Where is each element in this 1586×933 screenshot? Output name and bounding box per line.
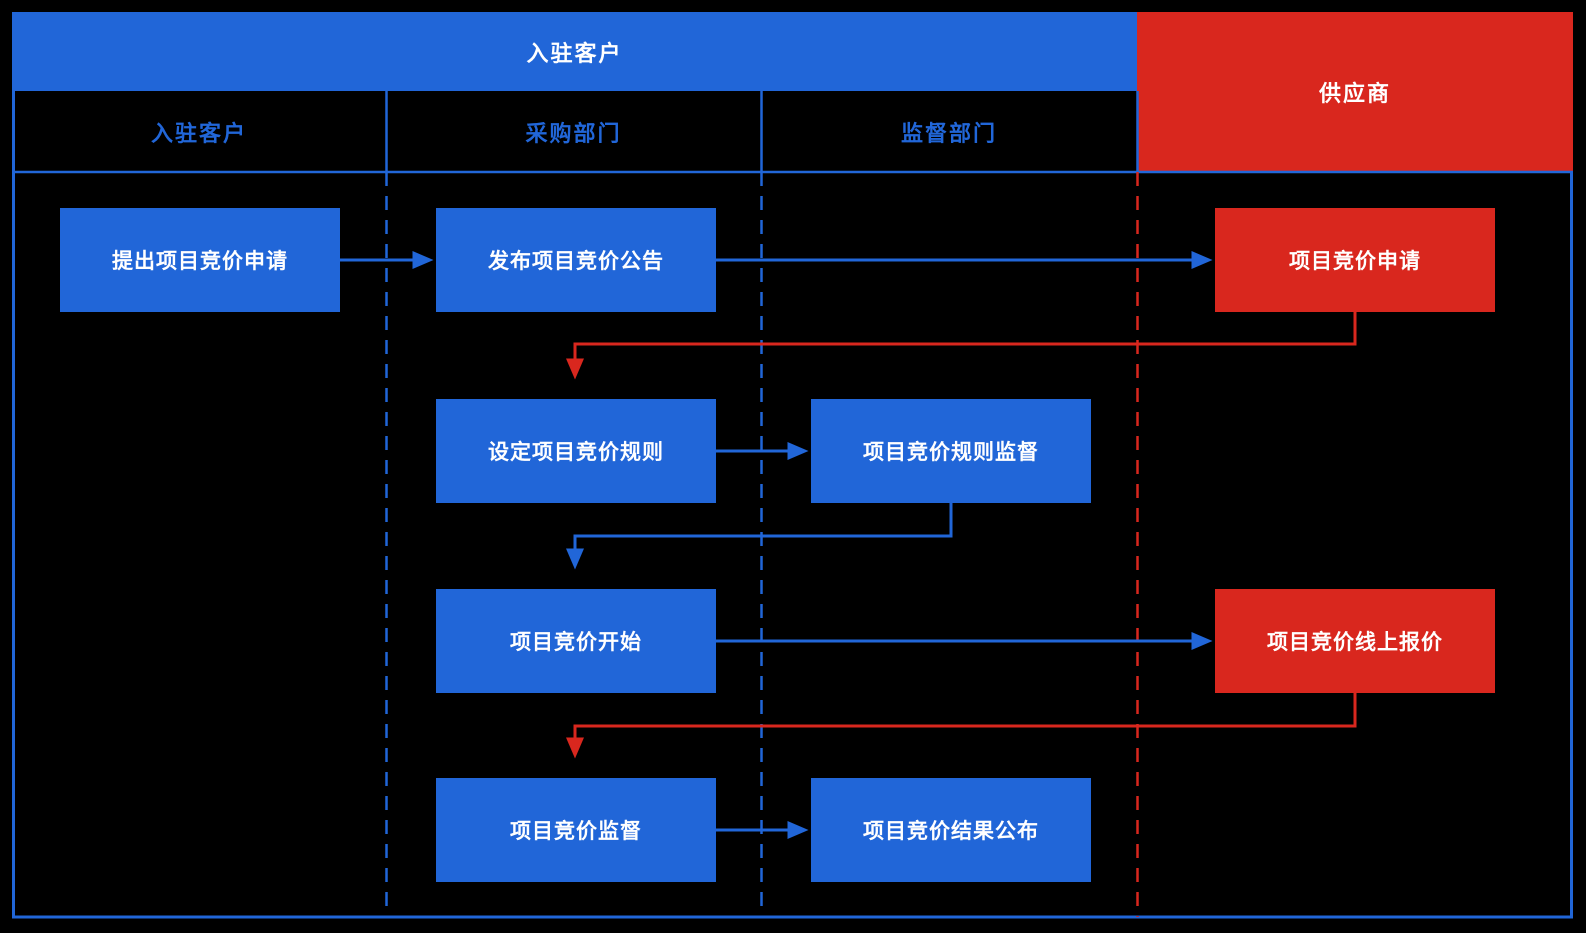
column-header-supervision-dept: 监督部门	[761, 91, 1137, 172]
node-set-bid-rules: 设定项目竞价规则	[436, 399, 716, 503]
node-set-bid-rules-label: 设定项目竞价规则	[488, 441, 664, 464]
node-bid-rules-supervision-label: 项目竞价规则监督	[863, 441, 1039, 464]
column-header-supervision-dept-label: 监督部门	[900, 120, 997, 146]
node-online-quotation-label: 项目竞价线上报价	[1267, 631, 1443, 654]
node-bid-supervision: 项目竞价监督	[436, 778, 716, 882]
header-settled-customer-label: 入驻客户	[526, 40, 623, 66]
column-header-procurement-dept: 采购部门	[386, 91, 761, 172]
node-submit-bid-request: 提出项目竞价申请	[60, 208, 340, 312]
arrow-application-to-set-rules	[566, 312, 1357, 380]
node-bid-start-label: 项目竞价开始	[510, 631, 642, 654]
node-publish-bid-announcement: 发布项目竞价公告	[436, 208, 716, 312]
node-publish-bid-announcement-label: 发布项目竞价公告	[488, 250, 664, 273]
node-bid-start: 项目竞价开始	[436, 589, 716, 693]
arrow-online-quotation-to-bid-supervision	[566, 693, 1357, 759]
header-settled-customer: 入驻客户	[12, 12, 1137, 91]
header-supplier: 供应商	[1137, 12, 1573, 172]
node-bid-results-announcement: 项目竞价结果公布	[811, 778, 1091, 882]
node-bid-supervision-label: 项目竞价监督	[510, 820, 642, 843]
node-bid-application: 项目竞价申请	[1215, 208, 1495, 312]
node-online-quotation: 项目竞价线上报价	[1215, 589, 1495, 693]
node-bid-rules-supervision: 项目竞价规则监督	[811, 399, 1091, 503]
header-supplier-label: 供应商	[1318, 81, 1391, 106]
column-header-settled-customer-label: 入驻客户	[150, 120, 247, 146]
column-header-procurement-dept-label: 采购部门	[525, 120, 622, 146]
node-bid-application-label: 项目竞价申请	[1289, 250, 1421, 273]
column-header-settled-customer: 入驻客户	[12, 91, 386, 172]
node-submit-bid-request-label: 提出项目竞价申请	[112, 250, 288, 273]
node-bid-results-announcement-label: 项目竞价结果公布	[863, 820, 1039, 843]
arrow-rules-supervision-to-bid-start	[566, 503, 953, 570]
